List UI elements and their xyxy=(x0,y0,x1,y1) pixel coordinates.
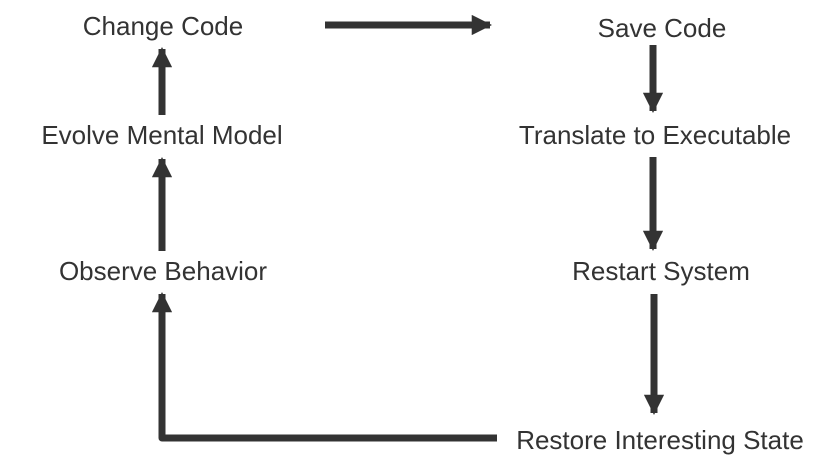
node-change-code: Change Code xyxy=(82,11,244,41)
node-observe-behavior: Observe Behavior xyxy=(58,256,268,286)
node-translate-to-executable: Translate to Executable xyxy=(518,120,792,150)
node-save-code: Save Code xyxy=(597,13,727,43)
edge-restore-interesting-state-to-observe-behavior xyxy=(151,291,497,442)
node-evolve-mental-model: Evolve Mental Model xyxy=(41,120,283,150)
node-restart-system: Restart System xyxy=(572,256,750,286)
node-restore-interesting-state: Restore Interesting State xyxy=(516,425,804,455)
